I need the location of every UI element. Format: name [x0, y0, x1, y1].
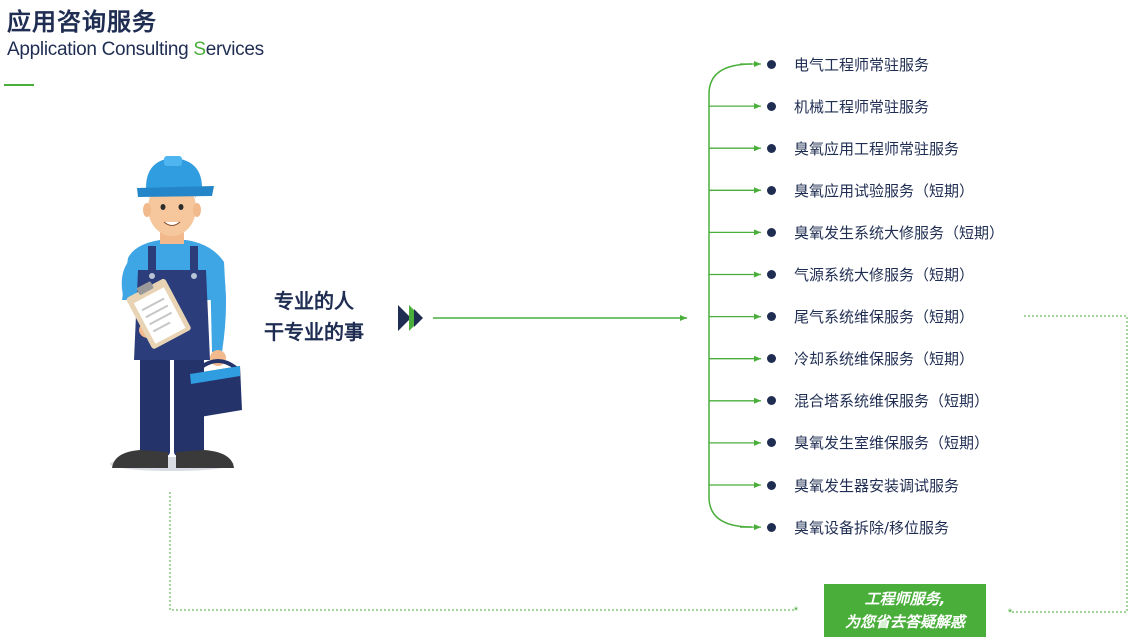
branch-arrows: [709, 61, 761, 531]
dotted-line-end-star: *: [1008, 607, 1013, 619]
service-label: 气源系统大修服务（短期）: [794, 266, 975, 284]
service-item: 臭氧应用试验服务（短期）: [767, 178, 974, 202]
service-label: 臭氧发生室维保服务（短期）: [794, 434, 990, 453]
service-label: 电气工程师常驻服务: [794, 55, 930, 74]
bullet-dot-icon: [767, 185, 776, 195]
bullet-dot-icon: [767, 227, 776, 237]
bullet-dot-icon: [767, 396, 776, 406]
service-item: 臭氧发生系统大修服务（短期）: [767, 220, 1004, 244]
slogan: 专业的人 干专业的事: [246, 286, 382, 348]
subtitle-part-2: ervices: [205, 39, 264, 60]
service-item: 臭氧设备拆除/移位服务: [767, 515, 949, 539]
service-item: 电气工程师常驻服务: [767, 52, 929, 76]
bullet-dot-icon: [767, 143, 776, 153]
service-label: 臭氧应用工程师常驻服务: [794, 139, 960, 158]
bullet-dot-icon: [767, 59, 776, 69]
service-item: 尾气系统维保服务（短期）: [767, 305, 974, 329]
bullet-dot-icon: [767, 438, 776, 448]
bullet-dot-icon: [767, 101, 776, 111]
service-label: 臭氧设备拆除/移位服务: [794, 518, 950, 537]
callout-line-2: 为您省去答疑解惑: [844, 612, 965, 631]
engineer-worker-icon: [110, 156, 242, 471]
service-item: 臭氧发生器安装调试服务: [767, 473, 959, 497]
bullet-dot-icon: [767, 312, 776, 322]
service-item: 机械工程师常驻服务: [767, 94, 929, 118]
title-underline: [4, 84, 34, 86]
service-item: 混合塔系统维保服务（短期）: [767, 389, 989, 413]
dotted-line-end-star: *: [794, 605, 799, 617]
dotted-line-left: [169, 492, 796, 611]
service-label: 臭氧发生器安装调试服务: [794, 476, 960, 495]
subtitle-part-1: Application Consulting: [7, 39, 194, 60]
double-chevron-right-icon: [398, 305, 423, 331]
page-subtitle: Application Consulting Services: [7, 39, 264, 61]
bullet-dot-icon: [767, 480, 776, 490]
service-item: 臭氧发生室维保服务（短期）: [767, 431, 989, 455]
engineer-service-callout: 工程师服务, 为您省去答疑解惑: [824, 584, 986, 637]
subtitle-accent-letter: S: [193, 39, 206, 60]
bullet-dot-icon: [767, 270, 776, 279]
service-label: 机械工程师常驻服务: [794, 97, 930, 116]
bullet-dot-icon: [767, 354, 776, 364]
slogan-line-1: 专业的人: [274, 289, 354, 313]
page-title: 应用咨询服务: [7, 8, 157, 36]
bracket-line: [708, 63, 753, 528]
bullet-dot-icon: [767, 522, 776, 532]
service-label: 尾气系统维保服务（短期）: [794, 308, 975, 327]
service-label: 臭氧发生系统大修服务（短期）: [794, 223, 1005, 242]
dotted-line-right: [1010, 315, 1128, 613]
service-label: 混合塔系统维保服务（短期）: [794, 392, 990, 411]
service-item: 气源系统大修服务（短期）: [767, 263, 974, 287]
service-item: 冷却系统维保服务（短期）: [767, 347, 974, 371]
callout-line-1: 工程师服务,: [864, 589, 946, 608]
service-label: 臭氧应用试验服务（短期）: [794, 181, 975, 200]
service-item: 臭氧应用工程师常驻服务: [767, 136, 959, 160]
service-label: 冷却系统维保服务（短期）: [794, 350, 975, 369]
slogan-line-2: 干专业的事: [264, 320, 364, 344]
